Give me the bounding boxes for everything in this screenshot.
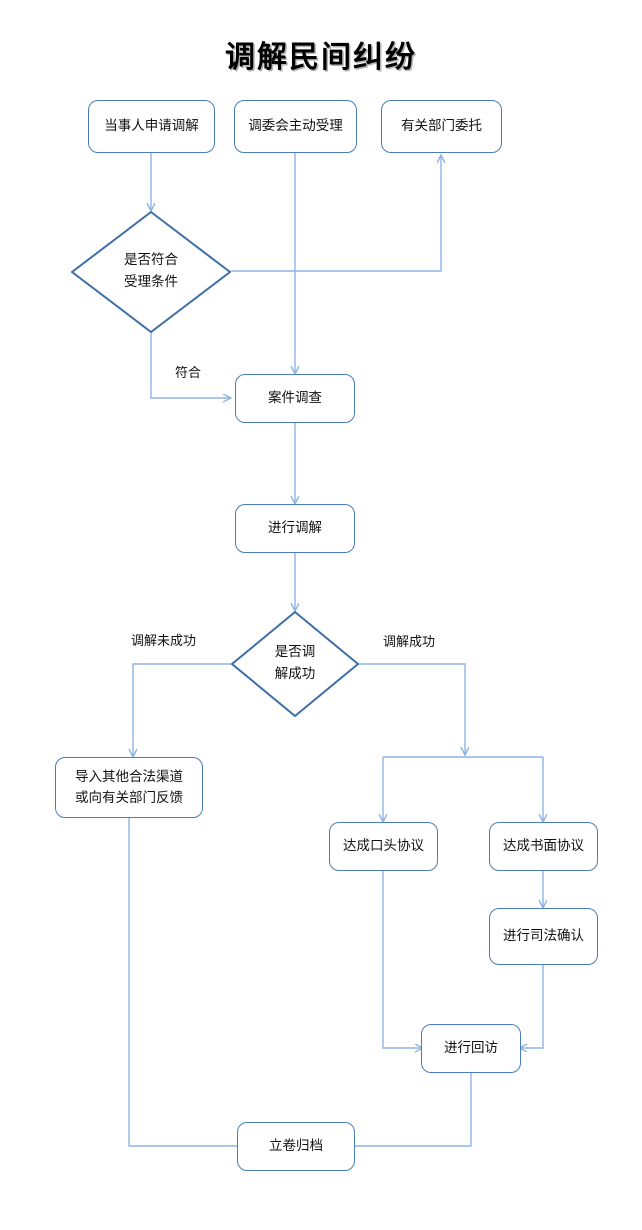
node-label: 当事人申请调解: [104, 118, 199, 135]
node-label: 是否调 解成功: [274, 644, 316, 682]
node-oral-agreement[interactable]: 达成口头协议: [329, 822, 438, 871]
node-written-agreement[interactable]: 达成书面协议: [489, 822, 598, 871]
node-conduct-mediation[interactable]: 进行调解: [235, 504, 355, 553]
edge-decision-to-other-channels: [133, 663, 231, 757]
node-label: 进行调解: [268, 520, 322, 537]
edge-label-mediation-failed: 调解未成功: [131, 634, 197, 649]
node-mediation-success[interactable]: 是否调 解成功: [231, 611, 359, 717]
node-label: 调委会主动受理: [248, 118, 343, 135]
node-committee-accept[interactable]: 调委会主动受理: [234, 100, 357, 153]
node-label: 有关部门委托: [401, 118, 482, 135]
edge-judicial-to-followup: [519, 965, 544, 1048]
node-label: 导入其他合法渠道 或向有关部门反馈: [75, 768, 183, 806]
page-title: 调解民间纠纷: [225, 40, 417, 75]
edge-decision-to-agreements: [359, 663, 465, 755]
node-applicant-request[interactable]: 当事人申请调解: [88, 100, 215, 153]
node-follow-up[interactable]: 进行回访: [421, 1024, 521, 1073]
node-file-archive[interactable]: 立卷归档: [237, 1122, 355, 1171]
edge-label-meets-conditions: 符合: [175, 366, 202, 381]
node-label: 达成书面协议: [503, 838, 584, 855]
diamond-shape: [71, 211, 231, 333]
node-case-investigation[interactable]: 案件调查: [235, 374, 355, 423]
node-judicial-confirmation[interactable]: 进行司法确认: [489, 908, 598, 965]
node-label: 立卷归档: [269, 1138, 323, 1155]
edge-oral-to-followup: [382, 871, 423, 1048]
node-other-channels[interactable]: 导入其他合法渠道 或向有关部门反馈: [55, 757, 203, 818]
node-label: 进行回访: [444, 1040, 498, 1057]
edge-other-channels-to-archive: [128, 818, 249, 1146]
node-label: 是否符合 受理条件: [124, 252, 178, 290]
edge-check-to-entrust: [231, 155, 441, 272]
edge-followup-to-archive: [341, 1073, 472, 1146]
node-check-conditions[interactable]: 是否符合 受理条件: [71, 211, 231, 333]
node-label: 进行司法确认: [503, 928, 584, 945]
node-label: 案件调查: [268, 390, 322, 407]
node-label: 达成口头协议: [343, 838, 424, 855]
node-department-entrust[interactable]: 有关部门委托: [381, 100, 502, 153]
edge-label-mediation-succeeded: 调解成功: [383, 635, 436, 650]
diamond-shape: [231, 611, 359, 717]
